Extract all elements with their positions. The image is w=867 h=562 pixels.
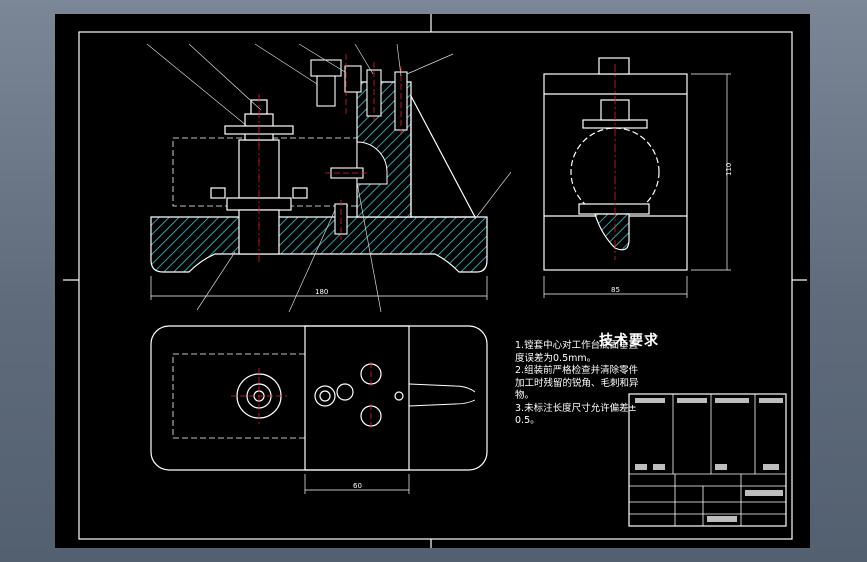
tech-requirements-title: 技术要求 [599,333,659,349]
dim-front-width [150,276,488,300]
tech-requirement-line: 3.未标注长度尺寸允许偏差± [515,402,637,414]
rib [410,95,476,218]
top-view [150,325,488,494]
drawing-frame [78,31,793,540]
centering-marks [63,14,807,548]
title-block [628,393,787,527]
tech-requirement-line: 加工时残留的锐角、毛刺和异 [515,377,639,389]
bolt-center-lines [325,54,402,240]
bushing [210,99,308,255]
leader-lines [146,43,512,313]
tech-requirement-line: 度误差为0.5mm。 [515,352,597,364]
tech-requirement-line: 0.5。 [515,415,540,426]
top-center-lines [231,362,372,428]
tech-requirement-line: 物。 [515,390,535,401]
side-view [543,57,731,298]
top-workpiece [172,353,306,439]
bore-cut [356,141,388,185]
tech-requirements-list: 1.镗套中心对工作台底面垂直度误差为0.5mm。2.组装前严格检查并清除零件加工… [515,340,639,428]
front-view: 180 [146,43,512,313]
dim-side-width-label: 85 [611,286,620,294]
side-cut [594,213,630,251]
dim-top-width-label: 60 [353,482,362,490]
top-outline [150,325,488,471]
cad-drawing: 180 [63,14,807,548]
tech-requirement-line: 1.镗套中心对工作台底面垂直 [515,340,639,351]
dim-front-width-label: 180 [315,288,328,296]
base-section [150,216,488,273]
drawing-sheet: 180 [55,14,810,548]
tech-requirement-line: 2.组装前严格检查并清除零件 [515,365,639,376]
side-top-clamp [598,57,630,75]
dim-side-height-label: 110 [725,163,733,176]
